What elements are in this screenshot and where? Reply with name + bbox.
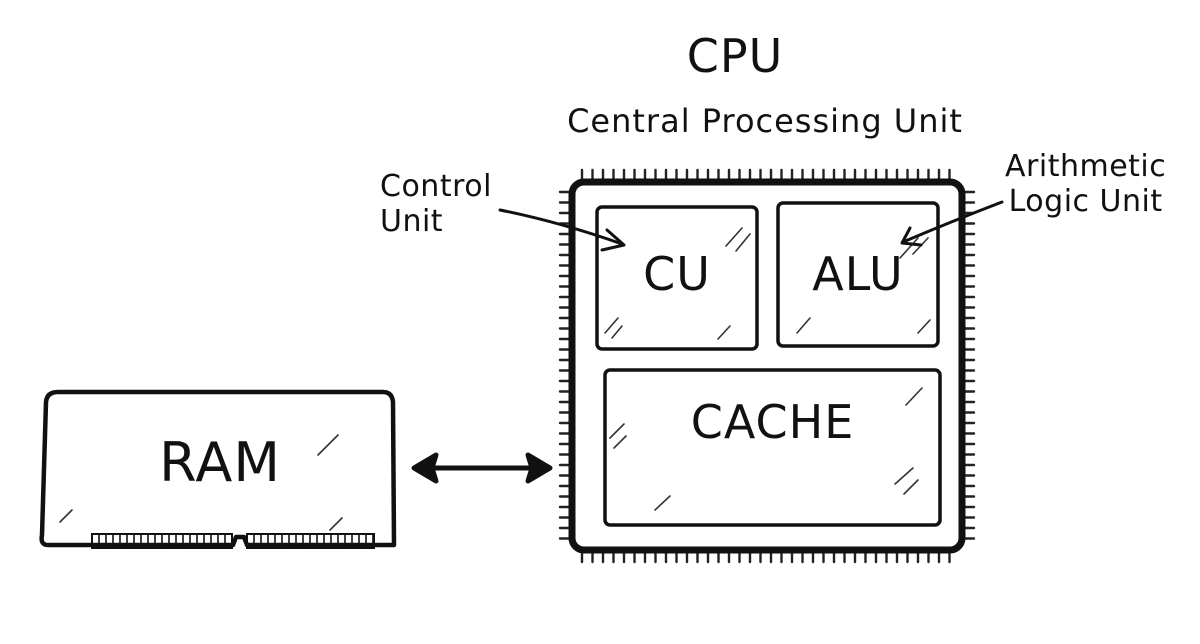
cu-block [595,205,759,351]
alu-block [776,201,940,348]
control-unit-annotation-line-1: Control [380,169,492,204]
cache-block [603,368,942,527]
cache-label: CACHE [690,395,855,449]
cpu-title: CPU [686,29,784,83]
control-unit-annotation-line-2: Unit [380,203,444,239]
ram-label: RAM [159,431,281,494]
control-unit-annotation: Control Unit [380,169,492,239]
sketch-hatching [59,227,931,531]
alu-arrow [900,200,1004,247]
alu-annotation-line-1: Arithmetic [1005,149,1167,184]
alu-annotation: Arithmetic Logic Unit [1005,149,1167,219]
ram-cpu-arrow [411,452,553,484]
cu-label: CU [643,247,711,301]
alu-annotation-line-2: Logic Unit [1008,183,1163,219]
cpu-subtitle: Central Processing Unit [567,102,963,140]
control-unit-arrow [498,208,626,252]
ram-contact-lines [98,534,374,548]
ram-module [39,389,397,548]
alu-label: ALU [812,247,904,301]
